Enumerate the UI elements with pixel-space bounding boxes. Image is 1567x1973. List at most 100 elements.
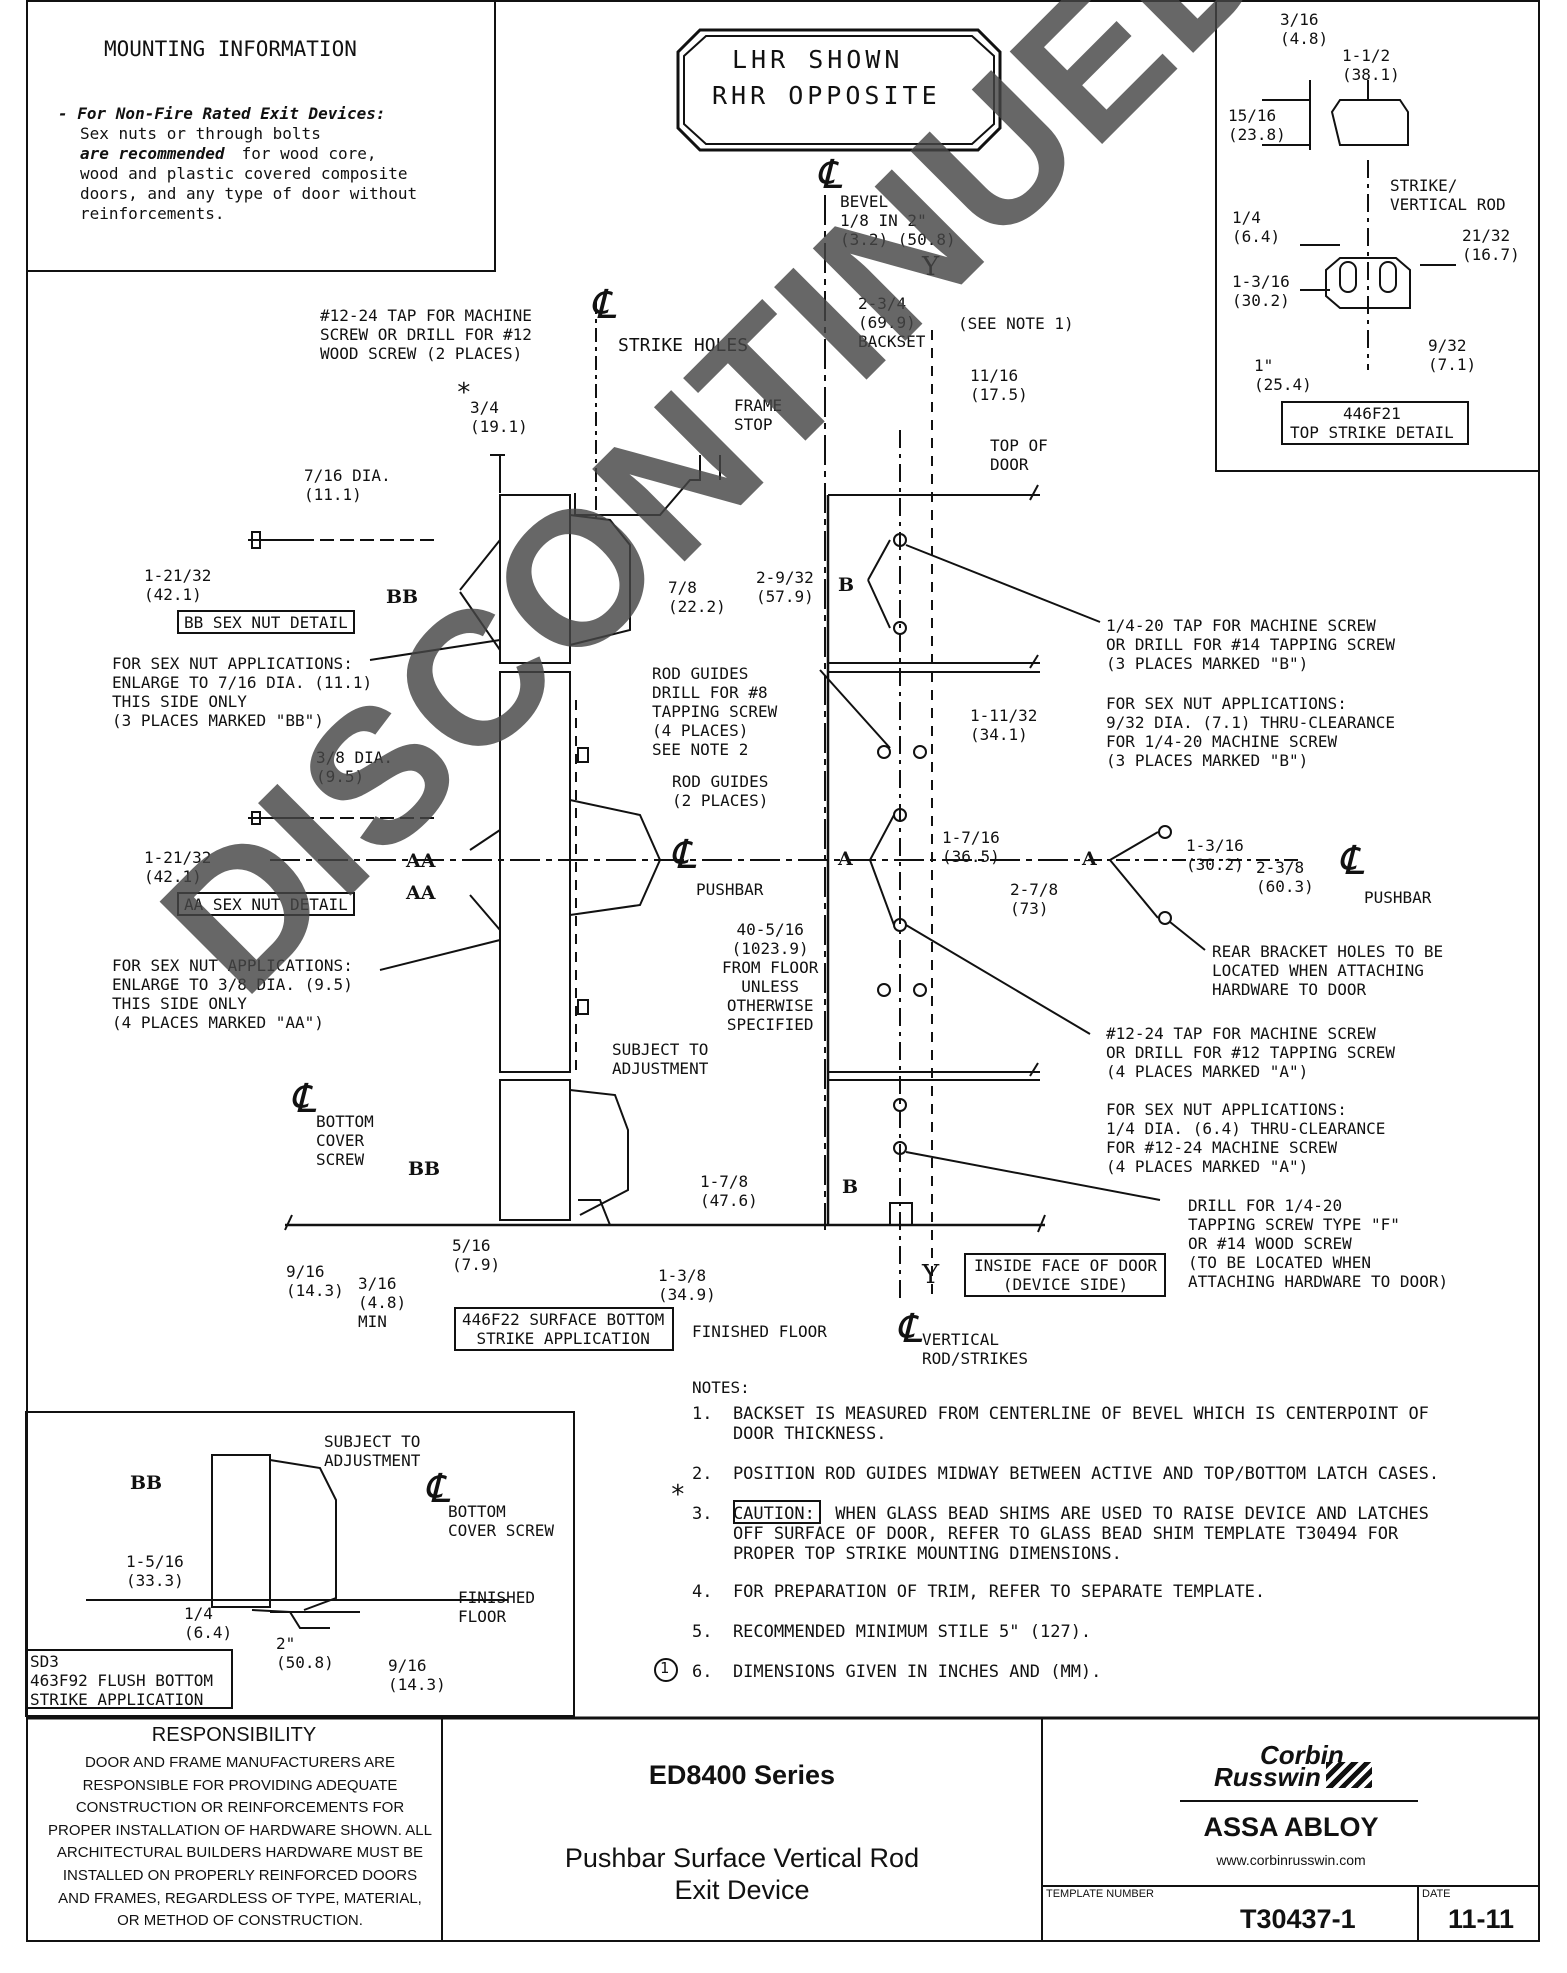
label-aa-2: AA <box>406 882 436 904</box>
mounting-info-line1: Sex nuts or through bolts <box>80 124 321 143</box>
centerline-pushbar-right: ℄ <box>1338 838 1364 884</box>
label-bb-upper: BB <box>386 586 419 608</box>
note-3: 3. CAUTION: WHEN GLASS BEAD SHIMS ARE US… <box>692 1504 1429 1564</box>
label-bottom-cover: BOTTOM COVER SCREW <box>316 1112 374 1169</box>
fd-centerline: ℄ <box>424 1466 450 1512</box>
fd-cover: BOTTOM COVER SCREW <box>448 1502 554 1540</box>
label-bb-lower: BB <box>408 1158 441 1180</box>
top-strike-detail-box <box>1215 0 1540 472</box>
website-url: www.corbinrusswin.com <box>1216 1852 1366 1868</box>
fd-finished: FINISHED FLOOR <box>458 1588 536 1626</box>
label-y-bottom: Y <box>922 1260 940 1290</box>
label-tap-12-24: #12-24 TAP FOR MACHINE SCREW OR DRILL FO… <box>320 306 532 363</box>
mounting-info-line2: for wood core, <box>232 144 377 163</box>
centerline-bottom-cover: ℄ <box>290 1076 316 1122</box>
label-2-3-8: 2-3/8 (60.3) <box>1256 858 1314 896</box>
note-3-star: * <box>670 1480 686 1510</box>
fd-caption: SD3 463F92 FLUSH BOTTOM STRIKE APPLICATI… <box>30 1652 214 1709</box>
label-b-lower: B <box>842 1176 859 1198</box>
fd-bb: BB <box>130 1472 163 1494</box>
ts-dim-21-32: 21/32 (16.7) <box>1462 226 1520 264</box>
label-vertical-rod: VERTICAL ROD/STRIKES <box>922 1330 1028 1368</box>
note-5: 5. RECOMMENDED MINIMUM STILE 5" (127). <box>692 1622 1092 1642</box>
brand-logo-icon <box>1326 1762 1372 1788</box>
fd-2in: 2" (50.8) <box>276 1634 334 1672</box>
ts-dim-1in: 1" (25.4) <box>1254 356 1312 394</box>
label-1-7-8: 1-7/8 (47.6) <box>700 1172 758 1210</box>
label-rod-guides-drill: ROD GUIDES DRILL FOR #8 TAPPING SCREW (4… <box>652 664 778 759</box>
label-2-9-32: 2-9/32 (57.9) <box>756 568 814 606</box>
date-label: DATE <box>1422 1888 1451 1900</box>
brand-russwin: Russwin <box>1214 1762 1321 1792</box>
label-frame-stop: FRAME STOP <box>734 396 783 434</box>
label-1-7-16: 1-7/16 (36.5) <box>942 828 1000 866</box>
fd-1-5-16: 1-5/16 (33.3) <box>126 1552 184 1590</box>
responsibility-title: RESPONSIBILITY <box>151 1724 317 1746</box>
template-number-label: TEMPLATE NUMBER <box>1046 1888 1154 1900</box>
label-bevel: BEVEL 1/8 IN 2" (3.2) (50.8) <box>840 192 956 249</box>
template-number: T30437-1 <box>1240 1904 1356 1934</box>
label-strike-holes: STRIKE HOLES <box>618 335 749 356</box>
label-see-note: (SEE NOTE 1) <box>958 314 1074 333</box>
label-finished-floor: FINISHED FLOOR <box>692 1322 827 1341</box>
series-description: Pushbar Surface Vertical Rod Exit Device <box>564 1843 920 1905</box>
label-3-8-dia: 3/8 DIA. (9.5) <box>316 748 394 786</box>
label-11-16: 11/16 (17.5) <box>970 366 1028 404</box>
label-tap-12-24-a: #12-24 TAP FOR MACHINE SCREW OR DRILL FO… <box>1106 1024 1395 1081</box>
label-tap-14: 1/4-20 TAP FOR MACHINE SCREW OR DRILL FO… <box>1106 616 1395 673</box>
centerline-vertical: ℄ <box>896 1306 922 1352</box>
label-rod-guides-2: ROD GUIDES (2 PLACES) <box>672 772 769 810</box>
label-1-21-32-a: 1-21/32 (42.1) <box>144 566 212 604</box>
label-inside-face: INSIDE FACE OF DOOR (DEVICE SIDE) <box>974 1256 1158 1294</box>
fd-1-4: 1/4 (6.4) <box>184 1604 233 1642</box>
series-title: ED8400 Series <box>648 1760 836 1790</box>
brand-rule <box>1180 1800 1418 1802</box>
asterisk-3-4: * <box>456 378 472 408</box>
note-6: 6. DIMENSIONS GIVEN IN INCHES AND (MM). <box>692 1662 1102 1682</box>
date-value: 11-11 <box>1448 1904 1515 1934</box>
centerline-strike-holes: ℄ <box>590 282 616 328</box>
ts-dim-9-32: 9/32 (7.1) <box>1428 336 1477 374</box>
label-sexnut-b: FOR SEX NUT APPLICATIONS: 9/32 DIA. (7.1… <box>1106 694 1395 770</box>
notes-title: NOTES: <box>692 1378 750 1397</box>
note-6-circle: 1 <box>660 1659 670 1677</box>
drawing-border <box>26 0 1540 1942</box>
ts-dim-15-16: 15/16 (23.8) <box>1228 106 1286 144</box>
mounting-info-emph: are recommended <box>80 144 225 163</box>
label-sexnut-aa: FOR SEX NUT APPLICATIONS: ENLARGE TO 3/8… <box>112 956 353 1032</box>
label-2-7-8: 2-7/8 (73) <box>1010 880 1059 918</box>
ts-dim-1-3-16: 1-3/16 (30.2) <box>1232 272 1290 310</box>
fd-9-16: 9/16 (14.3) <box>388 1656 446 1694</box>
label-pushbar: PUSHBAR <box>696 880 764 899</box>
label-1-3-8: 1-3/8 (34.9) <box>658 1266 716 1304</box>
mounting-info-lead: - For Non-Fire Rated Exit Devices: <box>58 104 386 123</box>
label-sexnut-bb: FOR SEX NUT APPLICATIONS: ENLARGE TO 7/1… <box>112 654 373 730</box>
banner-line2: RHR OPPOSITE <box>712 81 941 110</box>
ts-dim-3-16: 3/16 (4.8) <box>1280 10 1329 48</box>
label-top-door: TOP OF DOOR <box>990 436 1048 474</box>
label-a-left: A <box>838 848 853 870</box>
label-rear-bracket: REAR BRACKET HOLES TO BE LOCATED WHEN AT… <box>1212 942 1444 999</box>
label-1-11-32: 1-11/32 (34.1) <box>970 706 1038 744</box>
note-2: 2. POSITION ROD GUIDES MIDWAY BETWEEN AC… <box>692 1464 1440 1484</box>
centerline-pushbar: ℄ <box>670 832 696 878</box>
label-y-top: Y <box>922 252 940 282</box>
note-1: 1. BACKSET IS MEASURED FROM CENTERLINE O… <box>692 1404 1429 1444</box>
label-1-3-16: 1-3/16 (30.2) <box>1186 836 1244 874</box>
label-7-8: 7/8 (22.2) <box>668 578 726 616</box>
label-a-right: A <box>1082 848 1097 870</box>
banner-line1: LHR SHOWN <box>732 45 904 74</box>
mounting-info-line5: reinforcements. <box>80 204 225 223</box>
label-b-upper: B <box>838 574 855 596</box>
mounting-info-title: MOUNTING INFORMATION <box>104 37 357 61</box>
mounting-info-box <box>26 0 496 272</box>
ts-cl-strike: STRIKE/ VERTICAL ROD <box>1390 176 1506 214</box>
ts-dim-1-1-2: 1-1/2 (38.1) <box>1342 46 1400 84</box>
label-aa-1: AA <box>406 850 436 872</box>
note-4: 4. FOR PREPARATION OF TRIM, REFER TO SEP… <box>692 1582 1266 1602</box>
label-surface-bottom: 446F22 SURFACE BOTTOM STRIKE APPLICATION <box>462 1310 665 1348</box>
label-1-21-32-b: 1-21/32 (42.1) <box>144 848 212 886</box>
label-bb-detail: BB SEX NUT DETAIL <box>184 613 348 632</box>
mounting-info-line3: wood and plastic covered composite <box>80 164 408 183</box>
